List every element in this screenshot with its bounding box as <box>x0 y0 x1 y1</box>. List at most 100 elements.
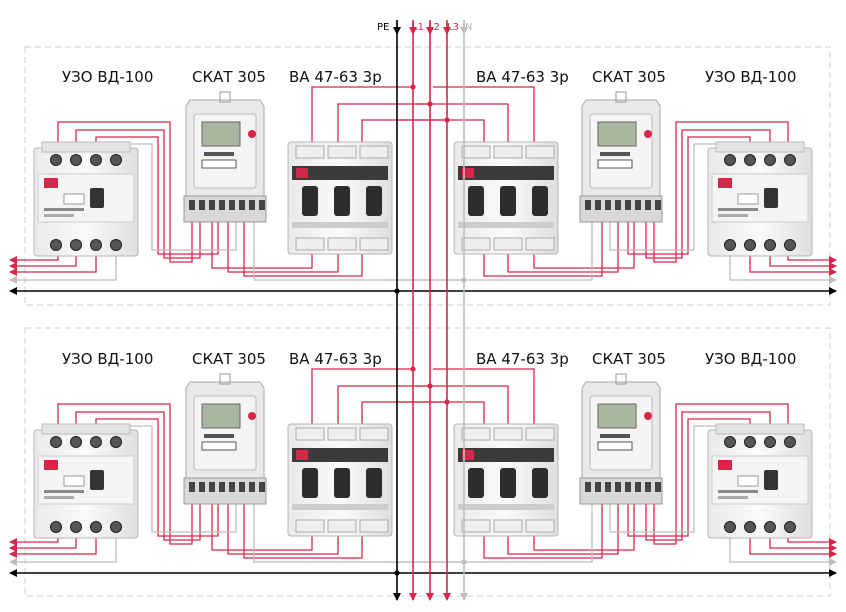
ekf-logo-icon <box>718 178 732 188</box>
meter-terminal <box>219 200 225 210</box>
breaker-terminal <box>525 427 555 441</box>
rcd-text-line <box>718 496 748 499</box>
label-meter-top-left: СКАТ 305 <box>192 68 266 86</box>
meter-terminal <box>219 482 225 492</box>
meter-terminal <box>259 482 265 492</box>
terminal-screw-icon <box>724 239 736 251</box>
breaker-toggle <box>302 186 318 216</box>
wire <box>337 103 430 150</box>
meter-hanger <box>615 373 627 385</box>
breaker-terminal <box>461 519 491 533</box>
terminal-screw-icon <box>744 436 756 448</box>
terminal-screw-icon <box>110 436 122 448</box>
meter-terminal <box>645 200 651 210</box>
meter-terminal <box>585 200 591 210</box>
terminal-screw-icon <box>90 436 102 448</box>
label-rcd-bottom-left: УЗО ВД-100 <box>62 350 154 368</box>
breaker-terminal <box>461 427 491 441</box>
terminal-screw-icon <box>110 239 122 251</box>
electricity-meter <box>183 373 267 505</box>
terminal-screw-icon <box>784 521 796 533</box>
label-breaker-bottom-left: ВА 47-63 3р <box>289 350 382 368</box>
terminal-screw-icon <box>50 239 62 251</box>
wire <box>729 248 837 284</box>
wire <box>75 411 201 541</box>
wire <box>533 222 635 269</box>
wire <box>533 504 635 551</box>
meter-terminal <box>625 200 631 210</box>
wire <box>507 504 619 555</box>
wire <box>433 368 535 432</box>
ekf-logo-icon <box>44 460 58 470</box>
terminal-screw-icon <box>70 521 82 533</box>
terminal-screw-icon <box>764 154 776 166</box>
breaker-toggle <box>366 468 382 498</box>
circuit-breaker-3p <box>453 141 559 255</box>
wire <box>399 401 485 432</box>
ekf-logo-icon <box>718 460 732 470</box>
terminal-screw-icon <box>90 154 102 166</box>
rcd-text-line <box>718 490 758 493</box>
meter-nameplate <box>201 441 237 451</box>
meter-terminal <box>645 482 651 492</box>
terminal-screw-icon <box>70 154 82 166</box>
meter-hanger <box>219 373 231 385</box>
terminal-screw-icon <box>784 436 796 448</box>
rcd-top-cap <box>715 423 805 435</box>
terminal-screw-icon <box>110 521 122 533</box>
terminal-screw-icon <box>50 521 62 533</box>
meter-terminal <box>635 482 641 492</box>
terminal-screw-icon <box>744 521 756 533</box>
meter-nameplate <box>597 159 633 169</box>
rcd-top-cap <box>41 141 131 153</box>
meter-nameplate <box>201 159 237 169</box>
panel-frame-top <box>24 46 831 306</box>
wire <box>653 403 789 545</box>
meter-hanger <box>219 91 231 103</box>
circuit-breaker-3p <box>453 423 559 537</box>
electricity-meter <box>579 91 663 223</box>
meter-text-line <box>204 434 234 438</box>
breaker-label-strip <box>292 166 388 180</box>
breaker-terminal <box>525 519 555 533</box>
terminal-screw-icon <box>50 154 62 166</box>
bus-label-l2: L2 <box>428 22 440 33</box>
breaker-toggle <box>334 468 350 498</box>
breaker-terminal <box>327 519 357 533</box>
meter-nameplate <box>597 441 633 451</box>
breaker-toggle <box>500 186 516 216</box>
meter-terminal <box>199 482 205 492</box>
breaker-terminal <box>525 237 555 251</box>
breaker-rail <box>458 222 554 228</box>
wire <box>382 504 593 563</box>
meter-display <box>201 121 241 147</box>
rcd-toggle <box>764 188 778 208</box>
terminal-screw-icon <box>744 239 756 251</box>
label-rcd-top-right: УЗО ВД-100 <box>705 68 797 86</box>
breaker-rail <box>292 222 388 228</box>
circuit-breaker-3p <box>287 423 393 537</box>
rcd-test-button <box>63 475 85 487</box>
terminal-screw-icon <box>724 154 736 166</box>
wire <box>9 248 117 284</box>
meter-terminal <box>625 482 631 492</box>
rcd-device <box>33 141 139 257</box>
breaker-label-strip <box>458 166 554 180</box>
label-meter-top-right: СКАТ 305 <box>592 68 666 86</box>
wire <box>627 136 751 255</box>
wire <box>243 222 363 277</box>
meter-terminal <box>209 200 215 210</box>
wire <box>311 368 413 432</box>
meter-terminal <box>239 482 245 492</box>
label-meter-bottom-right: СКАТ 305 <box>592 350 666 368</box>
breaker-terminal <box>295 427 325 441</box>
breaker-toggle <box>468 468 484 498</box>
meter-terminal <box>189 482 195 492</box>
meter-terminal <box>229 482 235 492</box>
meter-indicator-icon <box>248 412 256 420</box>
breaker-terminal <box>327 427 357 441</box>
rcd-text-line <box>44 496 74 499</box>
breaker-toggle <box>366 186 382 216</box>
